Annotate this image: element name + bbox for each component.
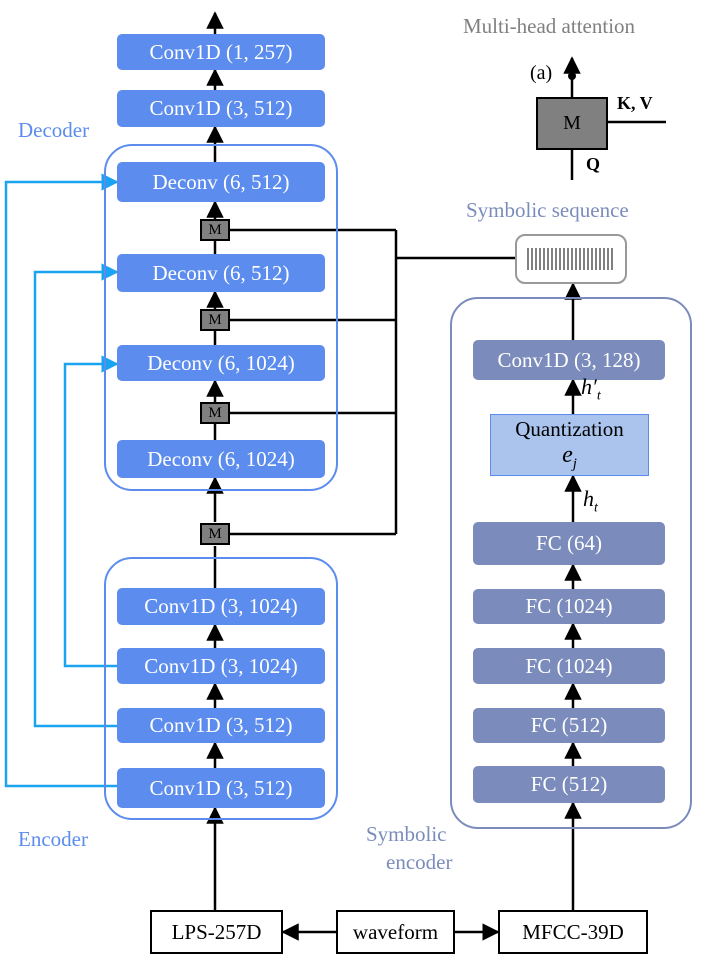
symbolic-sequence-box bbox=[515, 234, 627, 284]
legend-kv-label: K, V bbox=[617, 93, 653, 113]
legend-q-label: Q bbox=[586, 154, 601, 174]
symbolic-conv-block: Conv1D (3, 128) bbox=[473, 340, 665, 380]
fc-block: FC (1024) bbox=[473, 648, 665, 684]
symbolic-encoder-title-line1: Symbolic bbox=[366, 822, 447, 846]
legend-tag: (a) bbox=[530, 62, 553, 84]
encoder-conv-block: Conv1D (3, 1024) bbox=[117, 588, 325, 625]
decoder-deconv-block: Deconv (6, 512) bbox=[117, 254, 325, 292]
decoder-output-block: Conv1D (1, 257) bbox=[117, 34, 325, 70]
mfcc-input-box: MFCC-39D bbox=[498, 910, 648, 954]
encoder-conv-block: Conv1D (3, 512) bbox=[117, 708, 325, 743]
fc-block: FC (512) bbox=[473, 708, 665, 743]
quantization-block: Quantization ej bbox=[490, 414, 649, 476]
attention-block: M bbox=[200, 402, 230, 424]
quantization-label: Quantization bbox=[515, 417, 624, 442]
attention-block: M bbox=[200, 309, 230, 331]
fc-block: FC (64) bbox=[473, 522, 665, 565]
encoder-group bbox=[104, 557, 338, 820]
decoder-title: Decoder bbox=[18, 118, 90, 142]
quantization-symbol: ej bbox=[562, 442, 577, 472]
waveform-input-box: waveform bbox=[336, 910, 455, 954]
decoder-group bbox=[104, 144, 338, 491]
fc-block: FC (512) bbox=[473, 766, 665, 803]
h-label: ht bbox=[583, 486, 598, 516]
decoder-deconv-block: Deconv (6, 1024) bbox=[117, 440, 325, 478]
legend-attention-block: M bbox=[536, 97, 608, 150]
encoder-conv-block: Conv1D (3, 1024) bbox=[117, 648, 325, 684]
symbolic-encoder-group bbox=[450, 297, 692, 829]
attention-block: M bbox=[200, 219, 230, 241]
fc-block: FC (1024) bbox=[473, 589, 665, 624]
encoder-title: Encoder bbox=[18, 827, 88, 851]
decoder-conv-block: Conv1D (3, 512) bbox=[117, 90, 325, 127]
symbolic-encoder-title-line2: encoder bbox=[386, 850, 453, 874]
attention-block: M bbox=[200, 523, 230, 545]
h-prime-label: h′t bbox=[581, 374, 601, 404]
encoder-conv-block: Conv1D (3, 512) bbox=[117, 768, 325, 808]
decoder-deconv-block: Deconv (6, 512) bbox=[117, 162, 325, 202]
decoder-deconv-block: Deconv (6, 1024) bbox=[117, 345, 325, 381]
symbolic-sequence-title: Symbolic sequence bbox=[466, 198, 629, 222]
legend-title: Multi-head attention bbox=[463, 14, 636, 38]
lps-input-box: LPS-257D bbox=[150, 910, 283, 954]
